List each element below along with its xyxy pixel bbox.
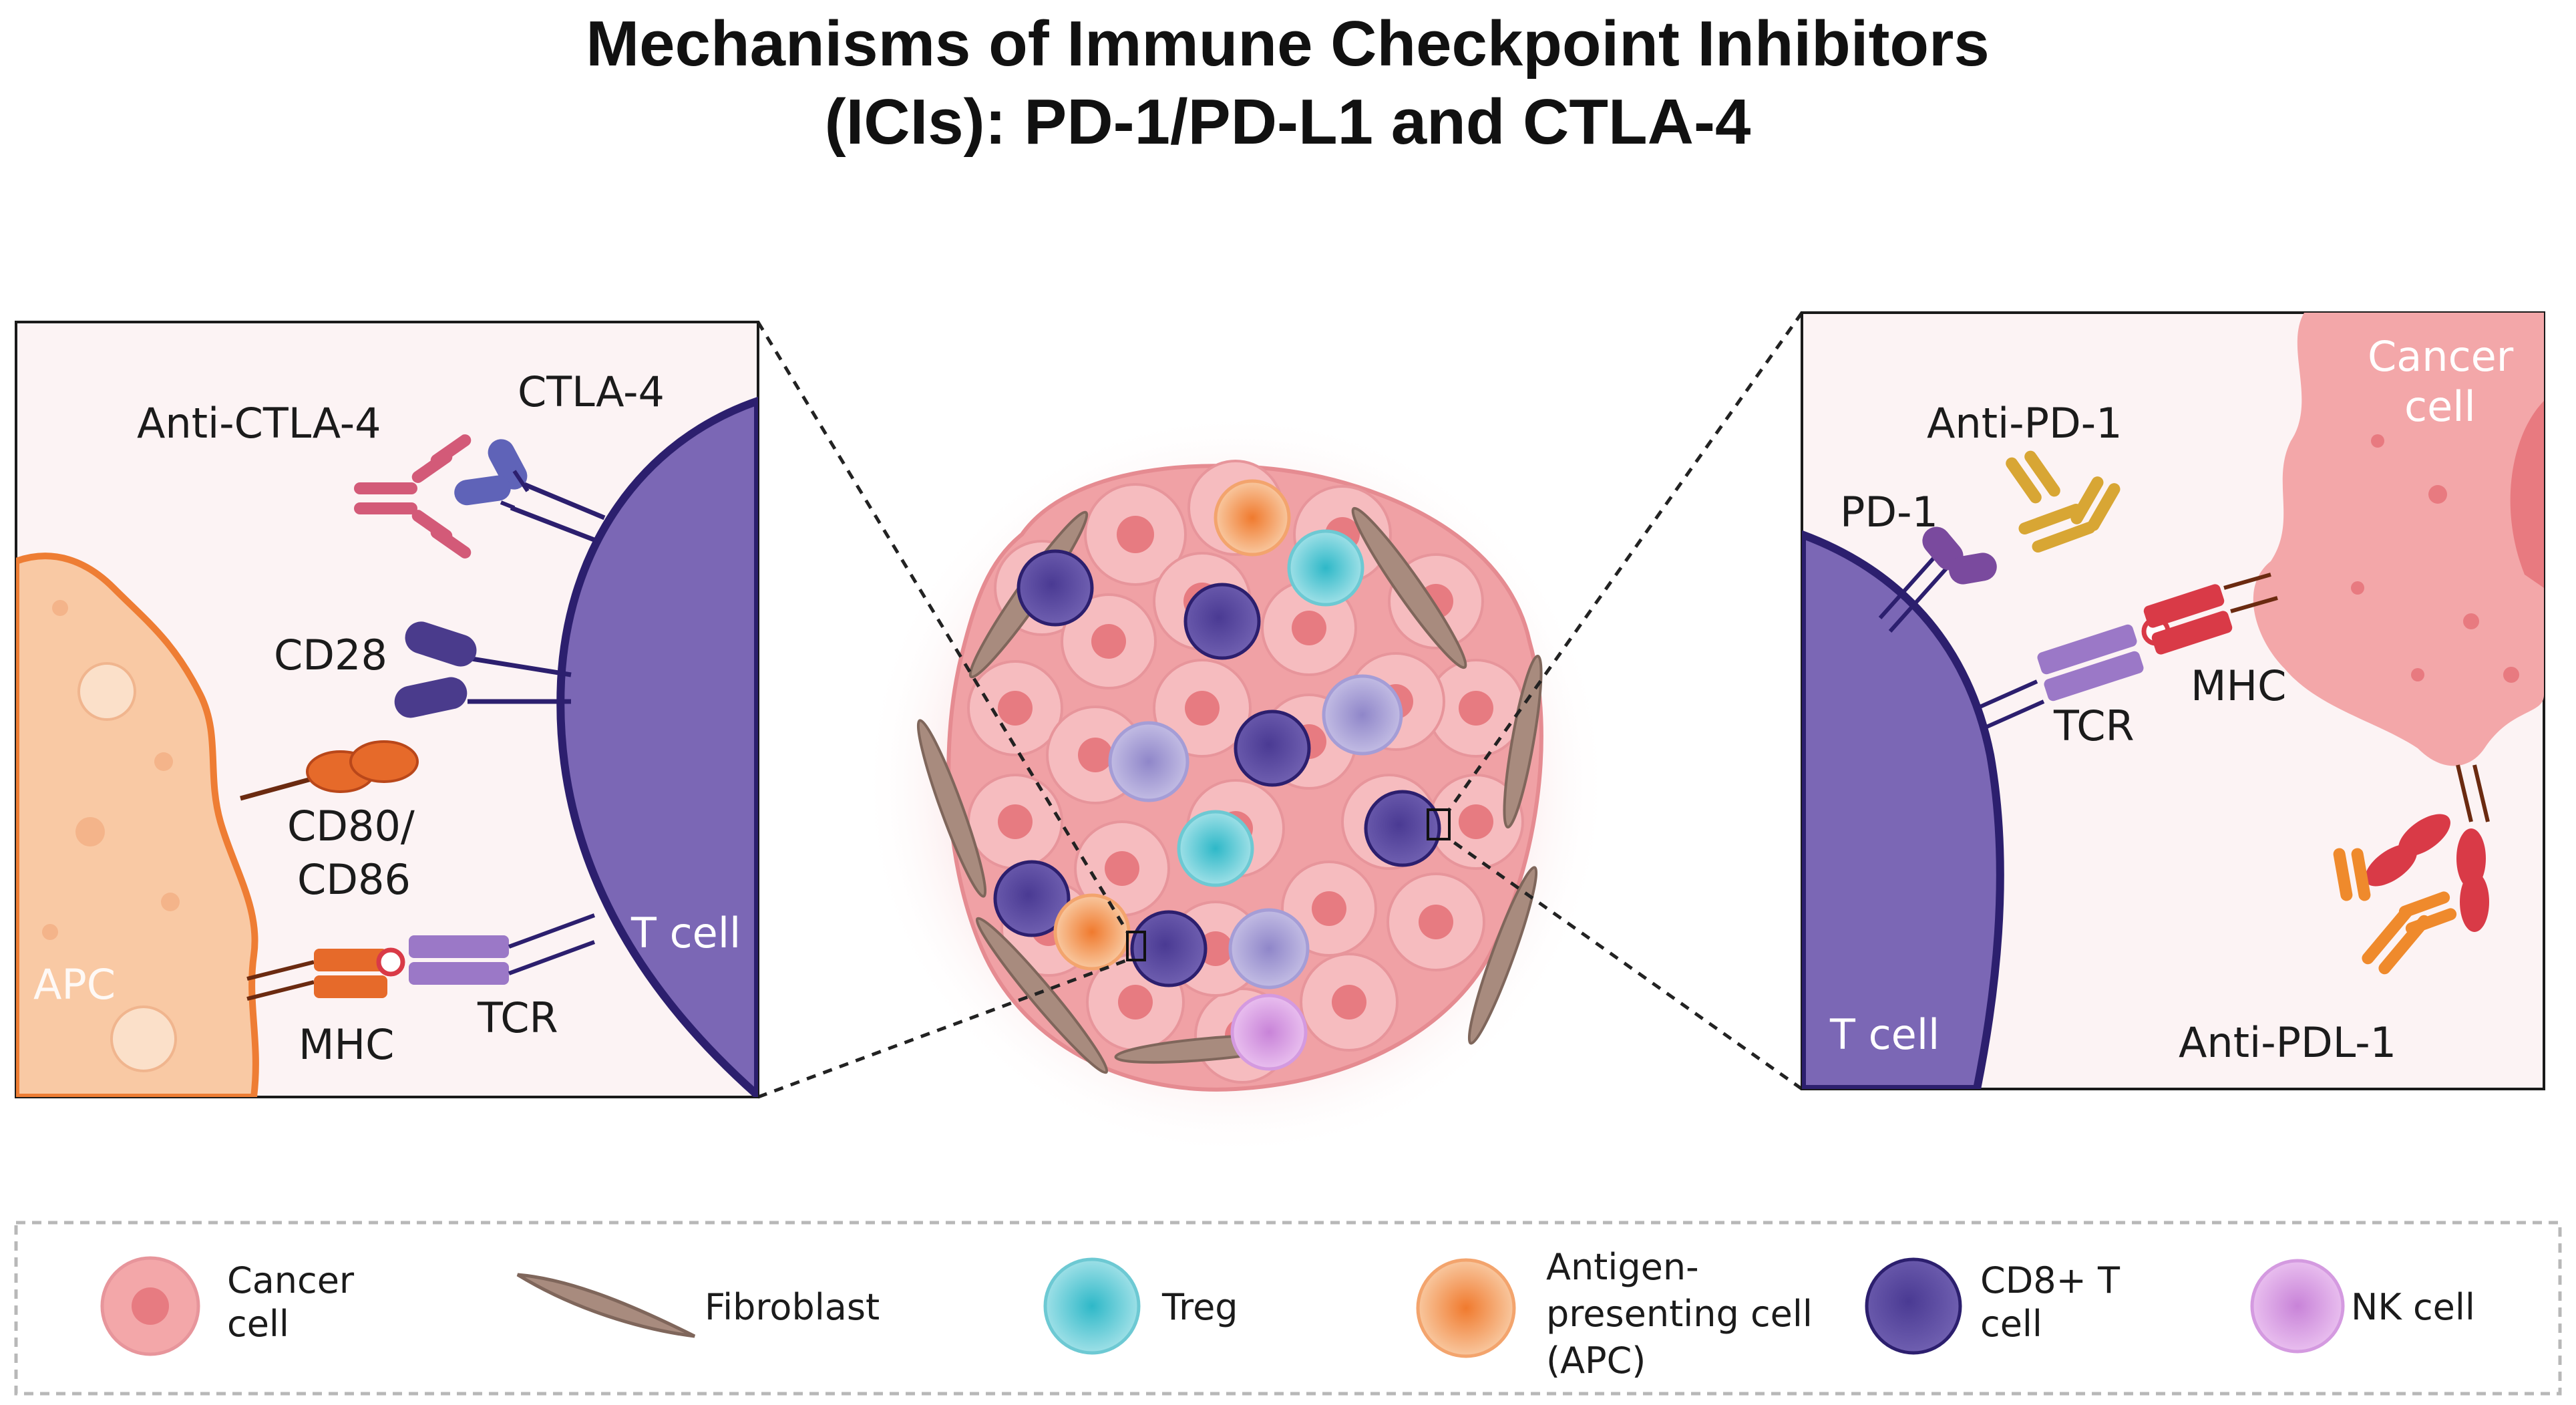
cd80-cd86-ligand <box>240 740 419 801</box>
ctla4-receptor <box>454 439 606 544</box>
anti-ctla4-antibody <box>354 434 472 559</box>
label-cancer-line2: cell <box>2404 382 2476 431</box>
cd8-t-cells <box>993 549 1441 987</box>
label-cd80-line1: CD80/ <box>287 802 415 850</box>
pale-t-cells <box>1108 674 1403 989</box>
legend-apc-line1: Antigen- <box>1546 1246 1699 1288</box>
label-t-cell-left: T cell <box>630 909 741 957</box>
right-panel-pd1: Cancer cell Anti-PD-1 PD-1 MHC TCR T cel… <box>1801 311 2545 1090</box>
label-cd28: CD28 <box>274 631 387 679</box>
title-line-1: Mechanisms of Immune Checkpoint Inhibito… <box>586 8 1990 80</box>
legend-fibroblast: Fibroblast <box>705 1286 880 1328</box>
legend-apc-line3: (APC) <box>1546 1340 1646 1382</box>
t-cell-shape-left <box>556 396 758 1097</box>
legend-cd8-t-cell-icon <box>1865 1257 1962 1355</box>
anti-pd1-antibody <box>2006 450 2121 553</box>
zoom-marker-left <box>1126 931 1146 961</box>
legend-cd8-line1: CD8+ T <box>1980 1259 2121 1301</box>
legend-nk-cell: NK cell <box>2351 1286 2475 1328</box>
legend: Cancer cell Fibroblast Treg Antigen- pre… <box>14 1221 2562 1396</box>
nk-cells <box>1230 993 1308 1071</box>
pd1-receptor <box>1878 526 1997 633</box>
legend-apc-line2: presenting cell <box>1546 1293 1813 1335</box>
tregs <box>1177 529 1364 887</box>
pdl1-ligand <box>2365 764 2490 932</box>
tumor-microenvironment <box>756 311 1804 1159</box>
zoom-marker-right <box>1427 808 1451 840</box>
apc-cells <box>1053 479 1291 971</box>
mhc-tcr-complex-left <box>246 913 596 1001</box>
cd28-receptor <box>394 621 572 718</box>
legend-cancer-cell-icon <box>100 1256 200 1356</box>
label-mhc-left: MHC <box>299 1020 394 1069</box>
label-mhc-right: MHC <box>2191 661 2286 710</box>
legend-cd8-line2: cell <box>1980 1303 2042 1345</box>
label-tcr-left: TCR <box>477 993 558 1042</box>
zoom-lines <box>756 311 1804 1099</box>
mhc-tcr-complex-right <box>1976 573 2278 730</box>
label-cancer-line1: Cancer <box>2368 332 2514 381</box>
apc-cell-shape <box>16 553 259 1097</box>
legend-cancer-line1: Cancer <box>227 1259 355 1301</box>
t-cell-shape-right <box>1802 530 2004 1089</box>
anti-pdl1-antibody <box>2333 848 2457 975</box>
label-anti-pdl1: Anti-PDL-1 <box>2179 1018 2396 1067</box>
label-apc: APC <box>33 960 116 1009</box>
left-panel-ctla4: Anti-CTLA-4 CTLA-4 CD28 CD80/ CD86 APC M… <box>15 321 759 1098</box>
legend-treg: Treg <box>1161 1286 1238 1328</box>
label-ctla4: CTLA-4 <box>518 367 665 416</box>
label-anti-ctla4: Anti-CTLA-4 <box>137 399 381 448</box>
legend-nk-cell-icon <box>2250 1259 2345 1354</box>
label-tcr-right: TCR <box>2053 701 2135 750</box>
label-anti-pd1: Anti-PD-1 <box>1927 399 2123 448</box>
label-pd1: PD-1 <box>1840 488 1938 536</box>
legend-fibroblast-icon <box>516 1273 696 1338</box>
legend-apc-icon <box>1416 1258 1516 1358</box>
legend-treg-icon <box>1043 1257 1141 1355</box>
title-line-2: (ICIs): PD-1/PD-L1 and CTLA-4 <box>825 86 1751 158</box>
label-t-cell-right: T cell <box>1829 1010 1940 1059</box>
label-cd80-line2: CD86 <box>297 855 411 904</box>
cancer-cell-shape-right <box>2253 313 2544 766</box>
legend-cancer-line2: cell <box>227 1303 289 1345</box>
